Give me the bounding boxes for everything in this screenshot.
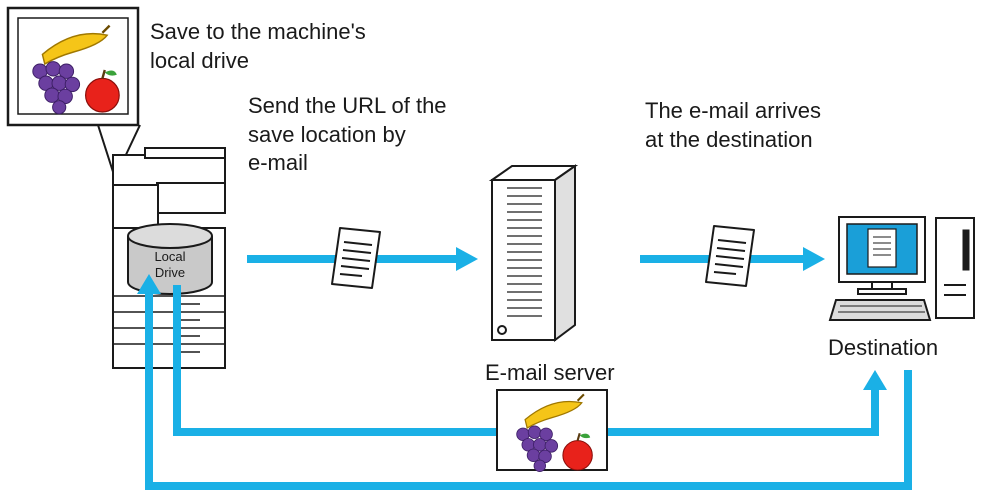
label-save-local: Save to the machine's local drive [150,19,366,73]
attached-image-icon [496,389,608,473]
saved-image-callout [6,6,141,181]
label-destination: Destination [828,335,939,360]
arrowhead-up-destination [863,370,887,390]
email-server-icon [488,164,579,342]
arrowhead-up-drive [137,274,161,294]
label-send-url: Send the URL of the save location by e-m… [248,93,447,176]
arrow-destination-to-drive [145,292,912,490]
label-local-drive: Local Drive [154,249,186,281]
label-email-server: E-mail server [485,360,615,385]
email-document-icon [331,227,381,289]
email-document-icon-2 [705,225,755,287]
label-email-arrives: The e-mail arrives at the destination [645,98,822,152]
destination-computer-icon [828,216,975,321]
